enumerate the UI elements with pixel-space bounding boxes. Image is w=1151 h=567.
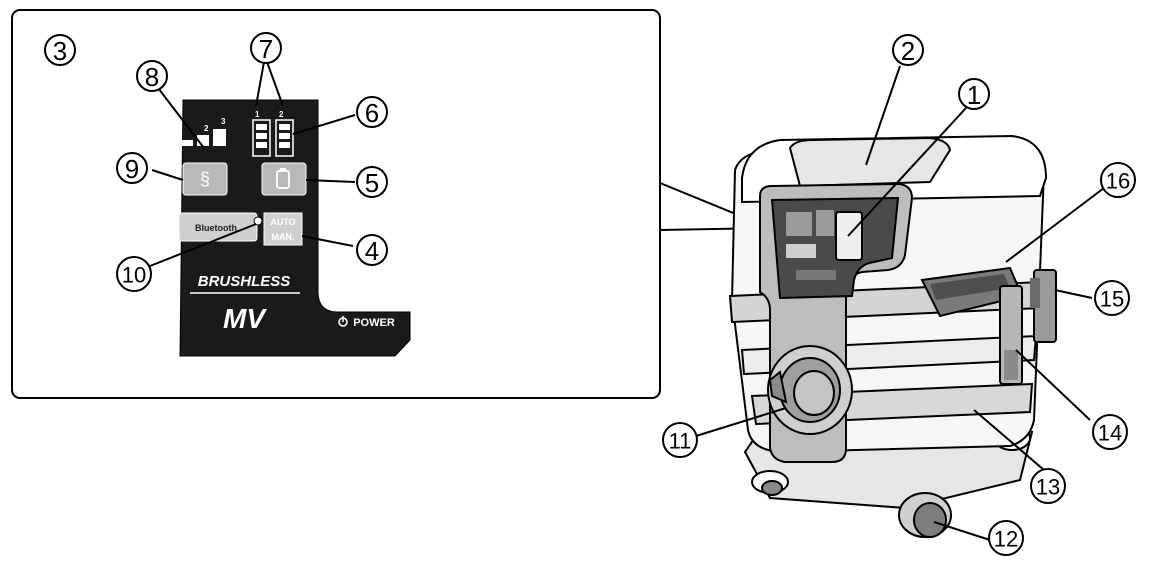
svg-text:2: 2 bbox=[901, 36, 915, 66]
svg-text:5: 5 bbox=[365, 168, 379, 198]
mv-logo: MV bbox=[223, 303, 267, 334]
bluetooth-lamp bbox=[253, 216, 263, 226]
power-button[interactable]: POWER bbox=[338, 316, 395, 329]
dust-level-3-label: 3 bbox=[221, 117, 226, 126]
auto-label: AUTO bbox=[270, 217, 295, 227]
machine-leader-lines bbox=[695, 65, 1105, 541]
callout-8: 8 bbox=[136, 60, 168, 92]
battery-indicators: 1 2 bbox=[252, 110, 294, 157]
caster-wheel bbox=[898, 492, 952, 538]
bluetooth-button[interactable]: Bluetooth bbox=[178, 212, 258, 242]
vacuum-cleaner bbox=[728, 134, 1057, 538]
svg-text:3: 3 bbox=[53, 36, 67, 66]
suction-power-button[interactable]: § bbox=[182, 162, 228, 196]
callout-15: 15 bbox=[1094, 280, 1130, 316]
brushless-logo: BRUSHLESS bbox=[198, 273, 291, 290]
svg-text:10: 10 bbox=[122, 263, 146, 288]
control-panel: 2 3 1 2 § Bluet bbox=[178, 99, 411, 357]
callout-5: 5 bbox=[356, 166, 388, 198]
svg-text:12: 12 bbox=[994, 527, 1018, 552]
svg-text:15: 15 bbox=[1100, 287, 1124, 312]
callout-13: 13 bbox=[1030, 468, 1066, 504]
svg-text:6: 6 bbox=[365, 98, 379, 128]
svg-text:16: 16 bbox=[1106, 169, 1130, 194]
callout-14: 14 bbox=[1092, 414, 1128, 450]
detail-frame bbox=[11, 9, 661, 399]
dust-level-indicator: 2 3 bbox=[181, 117, 226, 146]
callout-6: 6 bbox=[356, 96, 388, 128]
callout-4: 4 bbox=[356, 234, 388, 266]
callout-7: 7 bbox=[250, 32, 282, 64]
battery-slot-2-label: 2 bbox=[279, 110, 284, 119]
hook bbox=[1030, 269, 1057, 343]
callout-11: 11 bbox=[662, 422, 698, 458]
callout-2: 2 bbox=[892, 34, 924, 66]
suction-icon: § bbox=[200, 169, 210, 189]
callout-9: 9 bbox=[116, 152, 148, 184]
battery-select-button[interactable] bbox=[261, 162, 307, 196]
auto-man-mode-indicator: AUTO MAN. bbox=[263, 212, 303, 246]
man-label: MAN. bbox=[272, 232, 295, 242]
power-label: POWER bbox=[353, 317, 395, 329]
svg-text:1: 1 bbox=[967, 80, 981, 110]
svg-text:7: 7 bbox=[259, 34, 273, 64]
svg-text:9: 9 bbox=[125, 154, 139, 184]
dust-level-2-label: 2 bbox=[204, 124, 209, 133]
callout-12: 12 bbox=[988, 520, 1024, 556]
svg-text:13: 13 bbox=[1036, 475, 1060, 500]
callout-1: 1 bbox=[958, 78, 990, 110]
svg-text:14: 14 bbox=[1098, 421, 1122, 446]
callout-10: 10 bbox=[116, 256, 152, 292]
battery-slot-1-label: 1 bbox=[255, 110, 260, 119]
latch bbox=[999, 285, 1023, 385]
svg-text:4: 4 bbox=[365, 236, 379, 266]
bluetooth-label: Bluetooth bbox=[195, 223, 237, 233]
hose-inlet bbox=[767, 345, 853, 435]
svg-text:8: 8 bbox=[145, 62, 159, 92]
callout-16: 16 bbox=[1100, 162, 1136, 198]
svg-text:11: 11 bbox=[669, 429, 692, 454]
callouts: 3 8 7 6 9 5 4 10 bbox=[44, 32, 1136, 556]
callout-3: 3 bbox=[44, 34, 76, 66]
detail-leader-lines bbox=[144, 61, 356, 269]
